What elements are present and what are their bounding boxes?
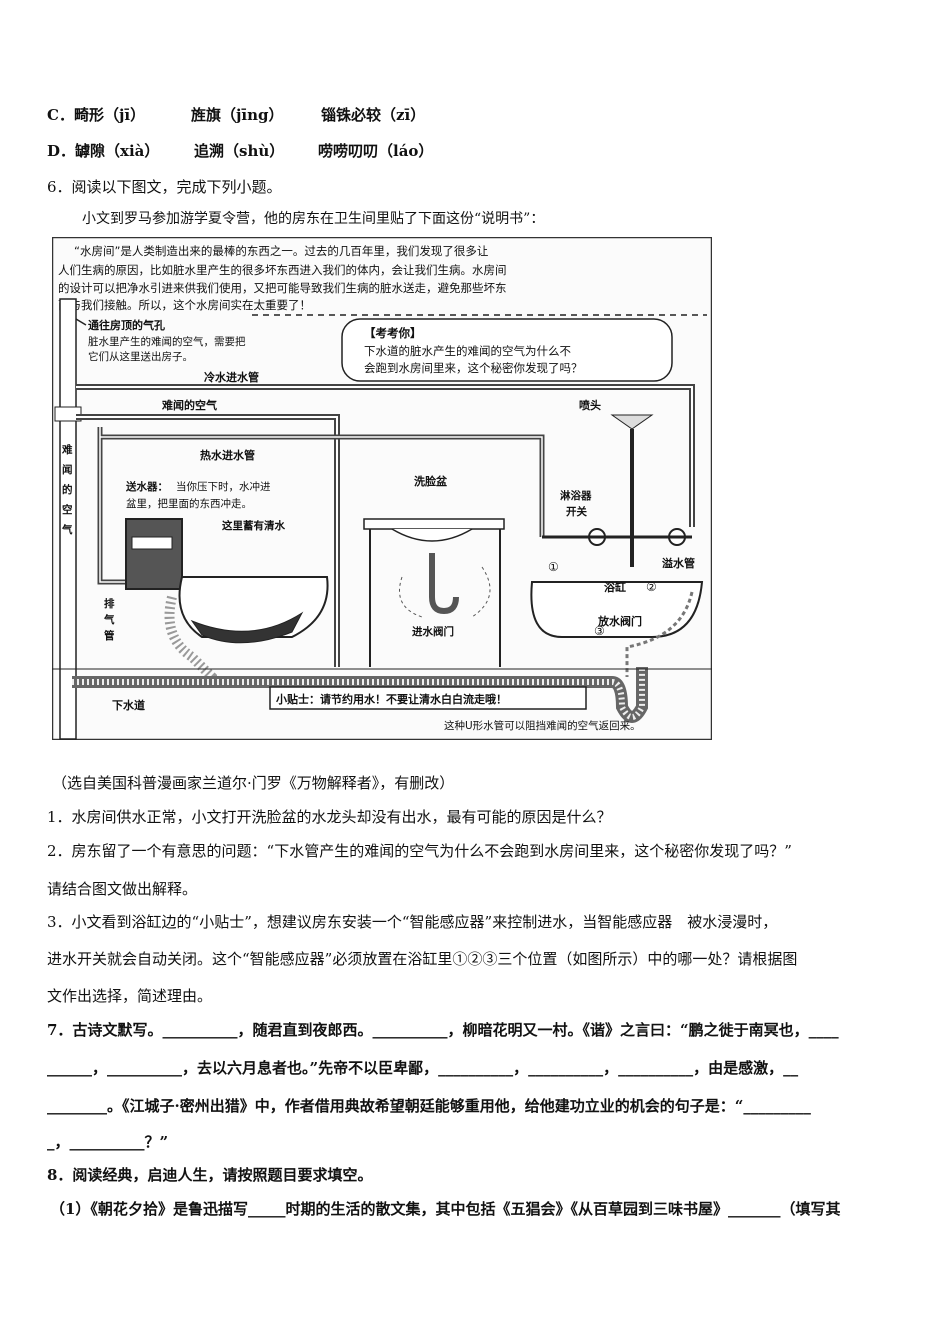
cold-pipe-label: 冷水进水管 [204,370,259,384]
utrap-text: 这种U形水管可以阻挡难闻的空气返回来。 [444,719,641,732]
shower-head-icon [610,414,654,430]
flusher-desc-2: 盆里，把里面的东西冲走。 [126,497,252,510]
bad-air-char-5: 气 [61,523,73,536]
basin-label: 洗脸盆 [414,474,448,488]
position-mark-2: ② [646,580,657,594]
sub-question-1: 1．水房间供水正常，小文打开洗脸盆的水龙头却没有出水，最有可能的原因是什么？ [47,808,612,826]
sub-question-3-line-2: 进水开关就会自动关闭。这个“智能感应器”必须放置在浴缸里①②③三个位置（如图所示… [47,950,798,968]
bad-air-pipe-inner [76,416,338,667]
flusher-desc-1: 当你压下时，水冲进 [176,480,271,493]
shower-head-label: 喷头 [579,398,601,412]
shower-switch-label-2: 开关 [566,505,587,518]
inlet-valve-label: 进水阀门 [412,625,454,638]
bathroom-diagram: “水房间”是人类制造出来的最棒的东西之一。过去的几百年里，我们发现了很多让 人们… [52,237,712,740]
flusher-title: 送水器： [125,480,168,493]
question-8: 8．阅读经典，启迪人生，请按照题目要求填空。 [47,1166,373,1184]
exhaust-label: 排 气 管 [103,597,115,642]
option-d-item-1: D．罅隙（xià） [47,142,160,160]
option-c-item-2: 旌旗（jīng） [191,106,284,124]
sub-question-2-line-1: 2．房东留了一个有意思的问题：“下水管产生的难闻的空气为什么不会跑到水房间里来，… [47,842,792,860]
question-7-line-1: 7．古诗文默写。__________，随君直到夜郎西。__________，柳暗… [47,1021,839,1039]
overflow-pipe [625,591,694,677]
bad-air-char-4: 空 [62,503,73,516]
drain-valve-label: 放水阀门 [597,614,642,628]
tip-text: 小贴士：请节约用水！不要让清水白白流走哦！ [275,692,507,706]
bathtub [530,581,704,638]
bad-air-vertical: 难 闻 的 空 气 [61,443,73,536]
vent-arrow [75,318,87,326]
question-7-line-2: ______，__________，去以六月息者也。”先帝不以臣卑鄙，_____… [47,1059,799,1077]
clean-water-label: 这里蓄有清水 [222,519,285,532]
vent-desc-2: 它们从这里送出房子。 [88,350,193,363]
bad-air-label: 难闻的空气 [161,398,217,412]
position-mark-1: ① [548,560,559,574]
tub-label: 浴缸 [604,580,626,594]
hot-pipe-label: 热水进水管 [200,448,255,462]
figure-source: （选自美国科普漫画家兰道尔·门罗《万物解释者》，有删改） [52,774,455,792]
option-d: D．罅隙（xià） 追溯（shù） 唠唠叨叨（láo） [47,140,433,161]
question-8-part-1: （1）《朝花夕拾》是鲁迅描写_____时期的生活的散文集，其中包括《五猖会》《从… [50,1200,841,1218]
sub-question-2-line-2: 请结合图文做出解释。 [47,880,198,898]
basin-dashed-flow [399,566,491,618]
cold-water-pipe-inner [76,386,693,527]
quiz-bubble [341,318,673,382]
exhaust-char-3: 管 [104,629,115,642]
toilet-drain [164,595,217,687]
bad-air-char-2: 闻 [62,463,73,476]
bad-air-char-1: 难 [61,443,73,456]
vent-title: 通往房顶的气孔 [88,318,165,332]
option-d-item-3: 唠唠叨叨（láo） [318,142,434,160]
toilet-water [190,611,304,644]
toilet-float [131,536,173,550]
question-6: 6．阅读以下图文，完成下列小题。 [47,178,282,196]
quiz-title: 【考考你】 [364,326,422,340]
sewer-label: 下水道 [112,698,145,712]
bad-air-char-3: 的 [62,483,73,496]
shower-switch-label-1: 淋浴器 [560,489,592,502]
question-7-line-4: _，__________？” [47,1133,169,1151]
exhaust-char-1: 排 [104,597,115,610]
basin-bowl [391,528,473,542]
exhaust-char-2: 气 [103,613,115,626]
quiz-line-2: 会跑到水房间里来，这个秘密你发现了吗？ [364,361,583,375]
position-mark-3: ③ [594,624,605,638]
tip-box [269,686,587,710]
option-c-item-1: C．畸形（jī） [47,106,146,124]
toilet-tank [125,518,183,590]
question-6-intro: 小文到罗马参加游学夏令营，他的房东在卫生间里贴了下面这份“说明书”： [82,211,545,227]
option-d-item-2: 追溯（shù） [194,142,285,160]
quiz-line-1: 下水道的脏水产生的难闻的空气为什么不 [364,344,571,358]
vent-desc-1: 脏水里产生的难闻的空气，需要把 [88,335,246,348]
intro-line-1: “水房间”是人类制造出来的最棒的东西之一。过去的几百年里，我们发现了很多让 [74,244,489,258]
basin-u-trap [429,553,459,615]
sewer-pipe-fill [72,667,645,720]
question-7-line-3: ________。《江城子·密州出猎》中，作者借用典故希望朝廷能够重用他，给他建… [47,1097,811,1115]
option-c-item-3: 锱铢必较（zī） [321,106,426,124]
intro-line-4: 西与我们接触。所以，这个水房间实在太重要了！ [58,298,311,312]
basin-counter [363,518,505,530]
overflow-label: 溢水管 [662,556,695,570]
intro-line-2: 人们生病的原因，比如脏水里产生的很多坏东西进入我们的体内，会让我们生病。水房间 [58,263,507,277]
vent-pipe [59,298,77,740]
option-c: C．畸形（jī） 旌旗（jīng） 锱铢必较（zī） [47,104,425,125]
sub-question-3-line-3: 文作出选择，简述理由。 [47,987,213,1005]
intro-line-3: 的设计可以把净水引进来供我们使用，又把可能导致我们生病的脏水送走，避免那些坏东 [58,281,507,295]
sub-question-3-line-1: 3．小文看到浴缸边的“小贴士”，想建议房东安装一个“智能感应器”来控制进水，当智… [47,913,778,931]
